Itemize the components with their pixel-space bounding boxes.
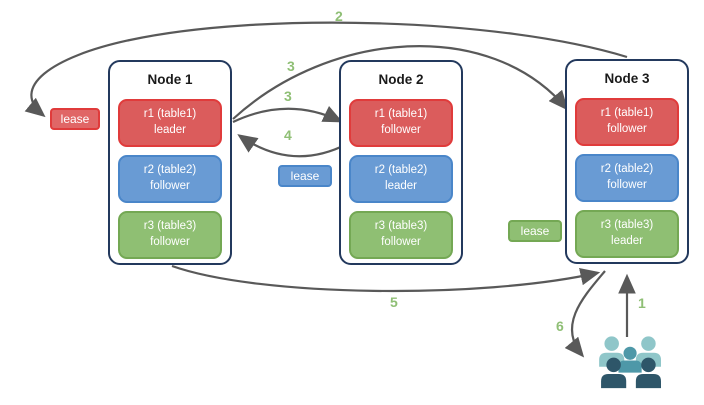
- users-icon: [599, 336, 661, 389]
- node3-replica-r2: r2 (table2) follower: [575, 154, 679, 202]
- arrow-label-6: 6: [556, 318, 564, 334]
- node-3-title: Node 3: [604, 71, 650, 86]
- replica-label: r3 (table3): [600, 219, 654, 232]
- arrow-3-node1-to-node3: [232, 45, 569, 120]
- node2-replica-r2: r2 (table2) leader: [349, 155, 453, 203]
- replica-role: follower: [607, 123, 647, 135]
- replica-label: r3 (table3): [143, 220, 197, 233]
- replica-role: follower: [150, 236, 190, 248]
- replica-label: r1 (table1): [143, 108, 197, 121]
- node1-replica-r2: r2 (table2) follower: [118, 155, 222, 203]
- lease-badge-table3: lease: [508, 220, 562, 242]
- lease-label: lease: [60, 112, 90, 126]
- node-3: Node 3 r1 (table1) follower r2 (table2) …: [565, 59, 689, 264]
- replica-label: r1 (table1): [600, 107, 654, 120]
- arrow-3-node1-to-node2: [232, 105, 343, 123]
- replica-role: leader: [154, 124, 186, 136]
- node-1: Node 1 r1 (table1) leader r2 (table2) fo…: [108, 60, 232, 265]
- arrow-label-2: 2: [335, 8, 343, 24]
- arrow-label-4: 4: [284, 127, 292, 143]
- arrow-5-node1-to-node3: [171, 264, 601, 293]
- replica-role: follower: [607, 179, 647, 191]
- node3-replica-r3: r3 (table3) leader: [575, 210, 679, 258]
- replica-label: r2 (table2): [600, 163, 654, 176]
- arrow-6-node3-to-users: [564, 270, 606, 358]
- node-2: Node 2 r1 (table1) follower r2 (table2) …: [339, 60, 463, 265]
- replica-role: leader: [385, 180, 417, 192]
- node-2-title: Node 2: [378, 72, 424, 87]
- replica-role: follower: [381, 124, 421, 136]
- node2-replica-r1: r1 (table1) follower: [349, 99, 453, 147]
- lease-label: lease: [290, 169, 320, 183]
- node1-replica-r1: r1 (table1) leader: [118, 99, 222, 147]
- arrow-2-node3-to-lease: [24, 21, 628, 118]
- lease-label: lease: [520, 224, 550, 238]
- node1-replica-r3: r3 (table3) follower: [118, 211, 222, 259]
- replica-label: r3 (table3): [374, 220, 428, 233]
- node-1-title: Node 1: [147, 72, 193, 87]
- arrow-label-3a: 3: [287, 58, 295, 74]
- replica-label: r2 (table2): [374, 164, 428, 177]
- arrow-label-1: 1: [638, 295, 646, 311]
- replica-role: follower: [150, 180, 190, 192]
- node3-replica-r1: r1 (table1) follower: [575, 98, 679, 146]
- replica-label: r1 (table1): [374, 108, 428, 121]
- replica-role: leader: [611, 235, 643, 247]
- arrow-label-3b: 3: [284, 88, 292, 104]
- arrow-4-node2-to-node1: [237, 134, 348, 158]
- lease-badge-table2: lease: [278, 165, 332, 187]
- replica-label: r2 (table2): [143, 164, 197, 177]
- arrow-label-5: 5: [390, 294, 398, 310]
- replica-role: follower: [381, 236, 421, 248]
- lease-badge-table1: lease: [50, 108, 100, 130]
- node2-replica-r3: r3 (table3) follower: [349, 211, 453, 259]
